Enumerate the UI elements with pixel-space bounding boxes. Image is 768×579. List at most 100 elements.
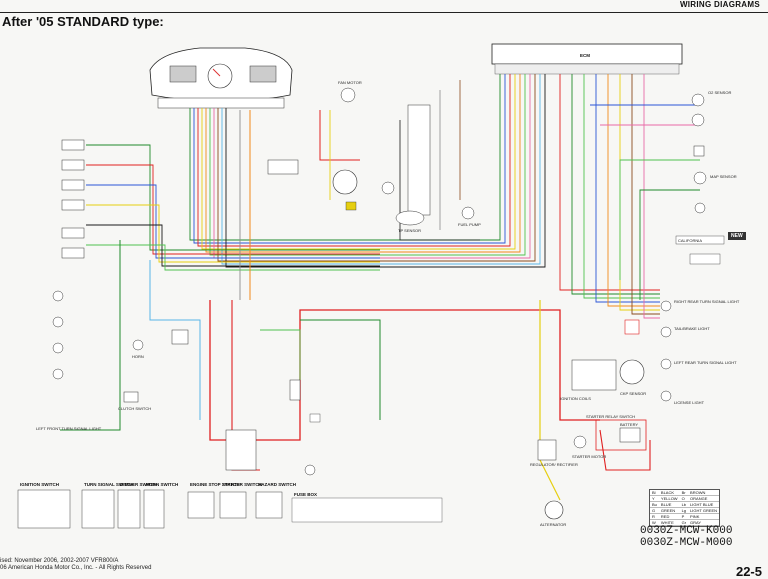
wire bbox=[201, 74, 516, 250]
page-number: 22-5 bbox=[735, 564, 762, 579]
wire bbox=[319, 110, 360, 161]
legend-cell: Gr bbox=[679, 520, 689, 526]
legend-cell: YELLOW bbox=[658, 496, 680, 502]
wire bbox=[559, 74, 660, 291]
wire bbox=[643, 74, 660, 319]
wire bbox=[149, 260, 201, 420]
legend-cell: Bl bbox=[650, 490, 659, 496]
legend-cell: LIGHT BLUE bbox=[688, 502, 720, 508]
fuse-box-label: FUSE BOX bbox=[294, 492, 317, 497]
fuel-pump-label: FUEL PUMP bbox=[458, 222, 481, 227]
footer-copyright: 06 American Honda Motor Co., Inc. - All … bbox=[0, 565, 152, 571]
wire bbox=[539, 300, 561, 501]
wire bbox=[619, 74, 660, 311]
wire bbox=[639, 189, 700, 300]
legend-cell: RED bbox=[658, 514, 680, 520]
legend-cell: Bu bbox=[650, 502, 659, 508]
license-light-label: LICENSE LIGHT bbox=[674, 400, 705, 405]
wire bbox=[86, 244, 380, 271]
wire bbox=[86, 144, 380, 251]
legend-cell: G bbox=[650, 508, 659, 514]
wire bbox=[205, 74, 521, 253]
wire bbox=[217, 74, 536, 262]
california-label: CALIFORNIA bbox=[678, 238, 702, 243]
wire bbox=[209, 74, 526, 256]
wire-harness bbox=[60, 74, 700, 501]
wire bbox=[86, 224, 380, 267]
legend-cell: BLUE bbox=[658, 502, 680, 508]
legend-cell: WHITE bbox=[658, 520, 680, 526]
legend-cell: Lb bbox=[679, 502, 689, 508]
alternator-label: ALTERNATOR bbox=[540, 522, 566, 527]
section-header: WIRING DIAGRAMS bbox=[679, 0, 760, 9]
left-front-turn-label: LEFT FRONT TURN SIGNAL LIGHT bbox=[36, 426, 102, 431]
wire bbox=[197, 74, 511, 247]
ecm-unit: ECM bbox=[491, 43, 683, 75]
fan-motor-label: FAN MOTOR bbox=[338, 80, 362, 85]
legend-cell: GRAY bbox=[688, 520, 720, 526]
footer-revised: ised: November 2006, 2002-2007 VFR800/A bbox=[0, 558, 119, 564]
wire bbox=[209, 300, 600, 441]
wire bbox=[193, 74, 506, 244]
left-components: LEFT FRONT TURN SIGNAL LIGHT HORN CLUTCH… bbox=[36, 139, 151, 431]
wire bbox=[221, 74, 541, 265]
wire bbox=[260, 329, 301, 380]
legend-cell: P bbox=[679, 514, 689, 520]
header-rule bbox=[0, 12, 768, 13]
legend-cell: BLACK bbox=[658, 490, 680, 496]
legend-cell: ORANGE bbox=[688, 496, 720, 502]
right-components: IGNITION COILS CKP SENSOR RIGHT REAR TUR… bbox=[530, 90, 740, 527]
clutch-switch-label: CLUTCH SWITCH bbox=[118, 406, 151, 411]
wire bbox=[619, 159, 700, 280]
wire bbox=[399, 120, 480, 241]
turn-signal-switch-label: TURN SIGNAL SWITCH bbox=[84, 482, 134, 487]
legend-cell: W bbox=[650, 520, 659, 526]
ignition-coils-label: IGNITION COILS bbox=[560, 396, 591, 401]
legend-cell: BROWN bbox=[688, 490, 720, 496]
horn-switch-label: HORN SWITCH bbox=[146, 482, 178, 487]
right-rear-turn-label: RIGHT REAR TURN SIGNAL LIGHT bbox=[674, 299, 740, 304]
wire bbox=[189, 74, 501, 241]
ckp-sensor-label: CKP SENSOR bbox=[620, 391, 646, 396]
dimmer-switch-label: DIMMER SWITCH bbox=[120, 482, 157, 487]
switch-tables: IGNITION SWITCH TURN SIGNAL SWITCH DIMME… bbox=[17, 482, 443, 529]
legend-cell: GREEN bbox=[658, 508, 680, 514]
battery-label: BATTERY bbox=[620, 422, 638, 427]
o2-sensor-label: O2 SENSOR bbox=[708, 90, 731, 95]
wire bbox=[571, 74, 660, 295]
legend-cell: Br bbox=[679, 490, 689, 496]
wire bbox=[60, 240, 121, 431]
ignition-switch-label: IGNITION SWITCH bbox=[20, 482, 59, 487]
page-title: After '05 STANDARD type: bbox=[2, 14, 164, 29]
starter-switch-label: STARTER SWITCH bbox=[222, 482, 262, 487]
center-components: TP SENSOR FUEL PUMP FAN MOTOR bbox=[171, 80, 481, 476]
part-code-1: 0030Z-MCW-K000 bbox=[640, 525, 733, 537]
engine-stop-switch-label: ENGINE STOP SWITCH bbox=[190, 482, 240, 487]
legend-cell: Lg bbox=[679, 508, 689, 514]
tp-sensor-label: TP SENSOR bbox=[398, 228, 421, 233]
part-code-2: 0030Z-MCW-M000 bbox=[640, 537, 733, 549]
instrument-cluster bbox=[149, 47, 293, 109]
legend-cell: R bbox=[650, 514, 659, 520]
new-badge: NEW bbox=[728, 232, 746, 240]
left-rear-turn-label: LEFT REAR TURN SIGNAL LIGHT bbox=[674, 360, 737, 365]
wire bbox=[607, 74, 660, 307]
legend-cell: PINK bbox=[688, 514, 720, 520]
wire bbox=[631, 74, 660, 315]
wire bbox=[595, 74, 660, 303]
wire bbox=[583, 74, 660, 299]
map-sensor-label: MAP SENSOR bbox=[710, 174, 737, 179]
starter-relay-label: STARTER RELAY SWITCH bbox=[586, 414, 635, 419]
tail-light-label: TAIL/BRAKE LIGHT bbox=[674, 326, 710, 331]
wire bbox=[300, 319, 381, 420]
legend-cell: LIGHT GREEN bbox=[688, 508, 720, 514]
hazard-switch-label: HAZARD SWITCH bbox=[258, 482, 296, 487]
